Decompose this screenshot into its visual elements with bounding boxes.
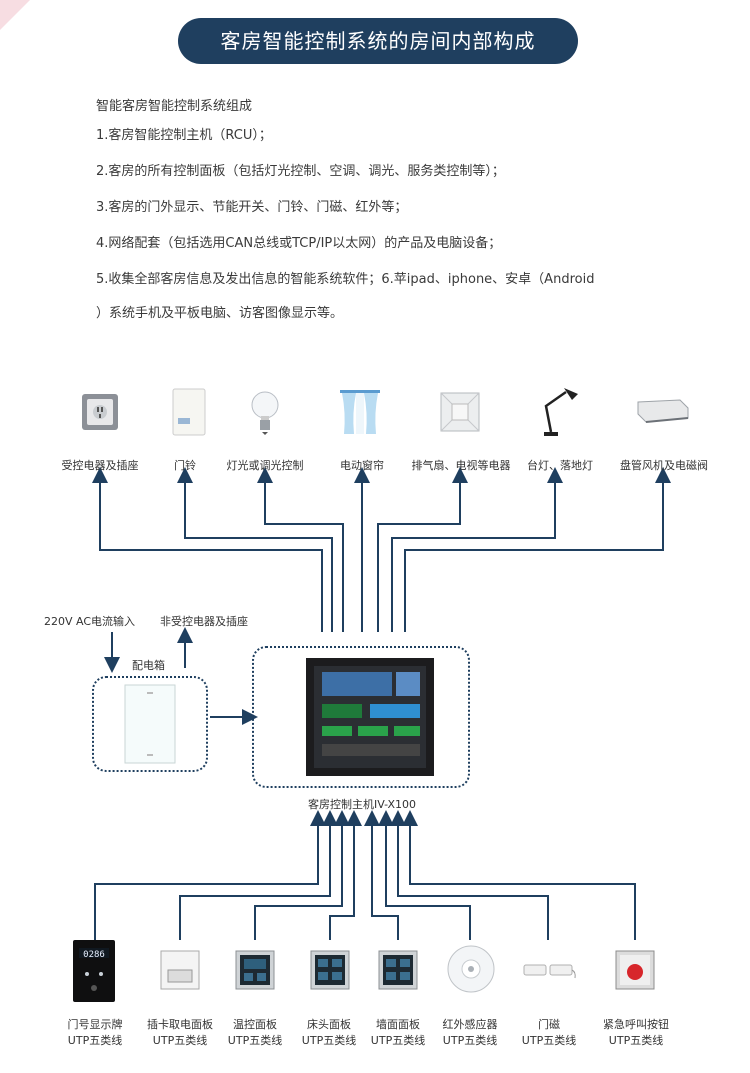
device-label: 排气扇、电视等电器 (411, 459, 511, 472)
device-label: 灯光或调光控制 (226, 459, 304, 472)
bedside-panel-icon (310, 950, 350, 990)
corner-decoration (0, 0, 30, 30)
desk-lamp-icon (544, 388, 578, 436)
intro-line: 5.收集全部客房信息及发出信息的智能系统软件；6.苹ipad、iphone、安卓… (96, 272, 595, 287)
socket-icon (82, 394, 118, 430)
line-from-emergency (402, 810, 636, 940)
device-cable-label: UTP五类线 (370, 1034, 426, 1047)
ir-sensor-icon (447, 945, 495, 993)
device-label: 盘管风机及电磁阀 (620, 459, 708, 472)
line-from-door-number (94, 810, 326, 940)
wall-panel-icon (378, 950, 418, 990)
device-label: 门号显示牌 (67, 1018, 123, 1031)
fan-icon (440, 392, 480, 432)
distribution-box-frame (92, 676, 208, 772)
line-from-bedside (329, 810, 362, 940)
device-label: 插卡取电面板 (147, 1018, 213, 1031)
line-to-fan (377, 467, 468, 632)
device-label: 红外感应器 (442, 1018, 498, 1031)
line-to-doorbell (177, 467, 333, 632)
line-to-desklamp (391, 467, 563, 632)
line-from-ir (378, 810, 471, 940)
host-label: 客房控制主机IV-X100 (307, 798, 417, 811)
doorbell-icon (172, 388, 206, 436)
line-to-light (257, 467, 344, 632)
line-from-wall-panel (364, 810, 399, 940)
intro-line: 2.客房的所有控制面板（包括灯光控制、空调、调光、服务类控制等）； (96, 164, 505, 179)
intro-section: 智能客房智能控制系统组成 1.客房智能控制主机（RCU）； 2.客房的所有控制面… (96, 95, 696, 342)
emergency-button-icon (615, 950, 655, 990)
device-label: 床头面板 (307, 1018, 351, 1031)
device-label: 温控面板 (233, 1018, 277, 1031)
device-cable-label: UTP五类线 (67, 1034, 123, 1047)
bulb-icon (251, 391, 279, 435)
host-controller-icon (306, 658, 434, 776)
device-label: 墙面面板 (376, 1018, 420, 1031)
device-cable-label: UTP五类线 (152, 1034, 208, 1047)
host-frame (252, 646, 470, 788)
device-label: 紧急呼叫按钮 (603, 1018, 669, 1031)
curtain-icon (340, 390, 380, 434)
device-label: 电动窗帘 (340, 459, 384, 472)
device-cable-label: UTP五类线 (608, 1034, 664, 1047)
door-number-display: 0286 (83, 950, 105, 960)
device-cable-label: UTP五类线 (442, 1034, 498, 1047)
power-input-label: 220V AC电流输入 (44, 615, 136, 628)
line-to-fancoil (404, 467, 671, 632)
device-label: 门磁 (538, 1018, 560, 1031)
line-to-socket (92, 467, 323, 632)
intro-line: 1.客房智能控制主机（RCU）； (96, 128, 272, 143)
page-title: 客房智能控制系统的房间内部构成 (178, 18, 578, 64)
intro-line: 3.客房的门外显示、节能开关、门铃、门磁、红外等； (96, 200, 408, 215)
distribution-box-icon (124, 684, 176, 764)
device-cable-label: UTP五类线 (521, 1034, 577, 1047)
intro-heading: 智能客房智能控制系统组成 (96, 99, 253, 114)
fan-coil-icon (637, 399, 689, 423)
intro-line: 4.网络配套（包括选用CAN总线或TCP/IP以太网）的产品及电脑设备； (96, 236, 502, 251)
door-magnet-icon (523, 964, 576, 979)
card-switch-icon (160, 950, 200, 990)
device-cable-label: UTP五类线 (227, 1034, 283, 1047)
device-label: 台灯、落地灯 (527, 459, 593, 472)
device-label: 受控电器及插座 (61, 459, 139, 472)
distribution-box-label: 配电箱 (132, 659, 165, 672)
line-from-door-magnet (390, 810, 549, 940)
intro-line: ）系统手机及平板电脑、访客图像显示等。 (96, 306, 344, 321)
line-from-thermostat (254, 810, 350, 940)
device-label: 门铃 (174, 459, 196, 472)
thermostat-panel-icon (235, 950, 275, 990)
door-number-icon: 0286 (73, 940, 115, 1002)
line-from-card-switch (179, 810, 338, 940)
device-cable-label: UTP五类线 (301, 1034, 357, 1047)
non-controlled-label: 非受控电器及插座 (160, 615, 248, 628)
